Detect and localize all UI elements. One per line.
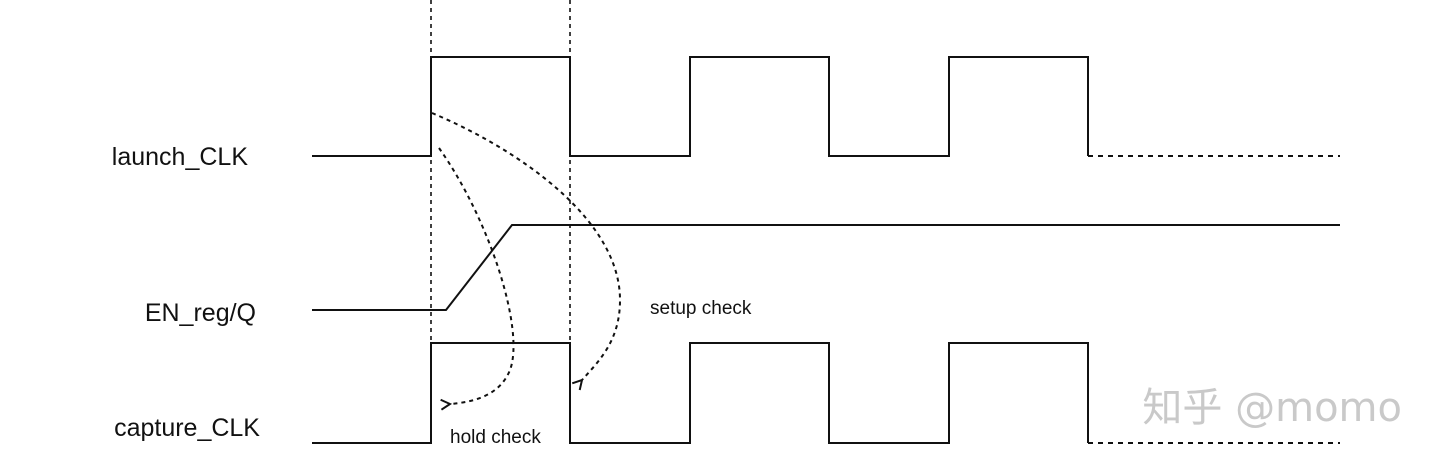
capture-clk-waveform: [312, 342, 1089, 444]
setup-check-arrow: [431, 112, 622, 380]
signal-label-launch-clk: launch_CLK: [112, 143, 249, 171]
signal-label-capture-clk: capture_CLK: [114, 414, 260, 442]
hold-check-label: hold check: [450, 427, 541, 448]
signal-label-en-reg-q: EN_reg/Q: [145, 299, 256, 327]
setup-check-label: setup check: [650, 298, 752, 319]
en-reg-q-waveform: [312, 224, 1340, 311]
launch-clk-waveform: [312, 56, 1089, 157]
watermark-text: 知乎 @momo: [1142, 385, 1402, 431]
hold-check-arrow: [438, 147, 515, 404]
